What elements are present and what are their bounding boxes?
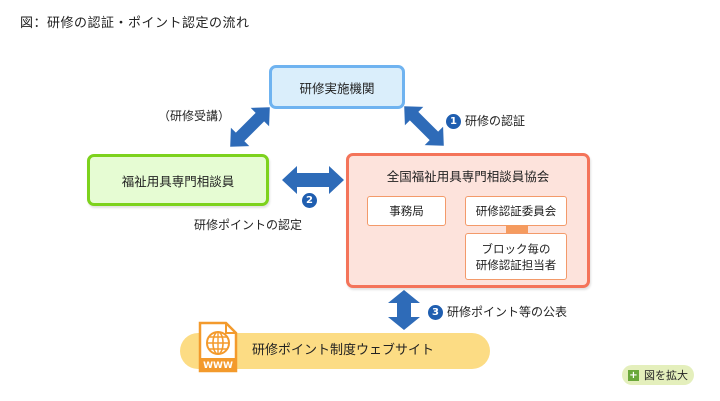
step1-text: 研修の認証	[465, 114, 526, 128]
step3-text: 研修ポイント等の公表	[447, 305, 568, 319]
step1-badge: 1	[446, 114, 461, 129]
diagram-title: 図：研修の認証・ポイント認定の流れ	[20, 16, 250, 31]
node-block-officers: ブロック毎の 研修認証担当者	[465, 233, 567, 280]
plus-icon: +	[628, 369, 639, 381]
node-secretariat: 事務局	[367, 196, 446, 226]
www-text: WWW	[203, 361, 233, 371]
association-title: 全国福祉用具専門相談員協会	[386, 169, 550, 184]
node-national-association: 全国福祉用具専門相談員協会 事務局 研修認証委員会 ブロック毎の 研修認証担当者	[346, 153, 590, 288]
arrow-association-website	[388, 290, 420, 330]
label-step3: 3 研修ポイント等の公表	[428, 303, 567, 320]
node-welfare-equipment-counselor: 福祉用具専門相談員	[87, 154, 269, 206]
arrow-counselor-association	[282, 166, 344, 194]
arrow-institution-counselor	[230, 107, 270, 147]
www-globe-document-icon: WWW	[198, 321, 238, 373]
label-step1: 1 研修の認証	[446, 112, 525, 129]
step2-text: 研修ポイントの認定	[194, 218, 303, 232]
block-officers-line2: 研修認証担当者	[475, 257, 557, 272]
arrow-institution-association	[404, 106, 444, 146]
enlarge-label: 図を拡大	[644, 369, 688, 382]
committee-connector	[506, 225, 528, 234]
step3-badge: 3	[428, 305, 443, 320]
node-training-institution: 研修実施機関	[269, 65, 405, 109]
website-label: 研修ポイント制度ウェブサイト	[252, 343, 435, 358]
node-certification-committee: 研修認証委員会	[465, 196, 567, 226]
step2-badge: 2	[302, 193, 317, 208]
label-training-attendance: （研修受講）	[158, 109, 231, 123]
enlarge-figure-button[interactable]: + 図を拡大	[622, 365, 694, 385]
block-officers-line1: ブロック毎の	[481, 241, 551, 256]
